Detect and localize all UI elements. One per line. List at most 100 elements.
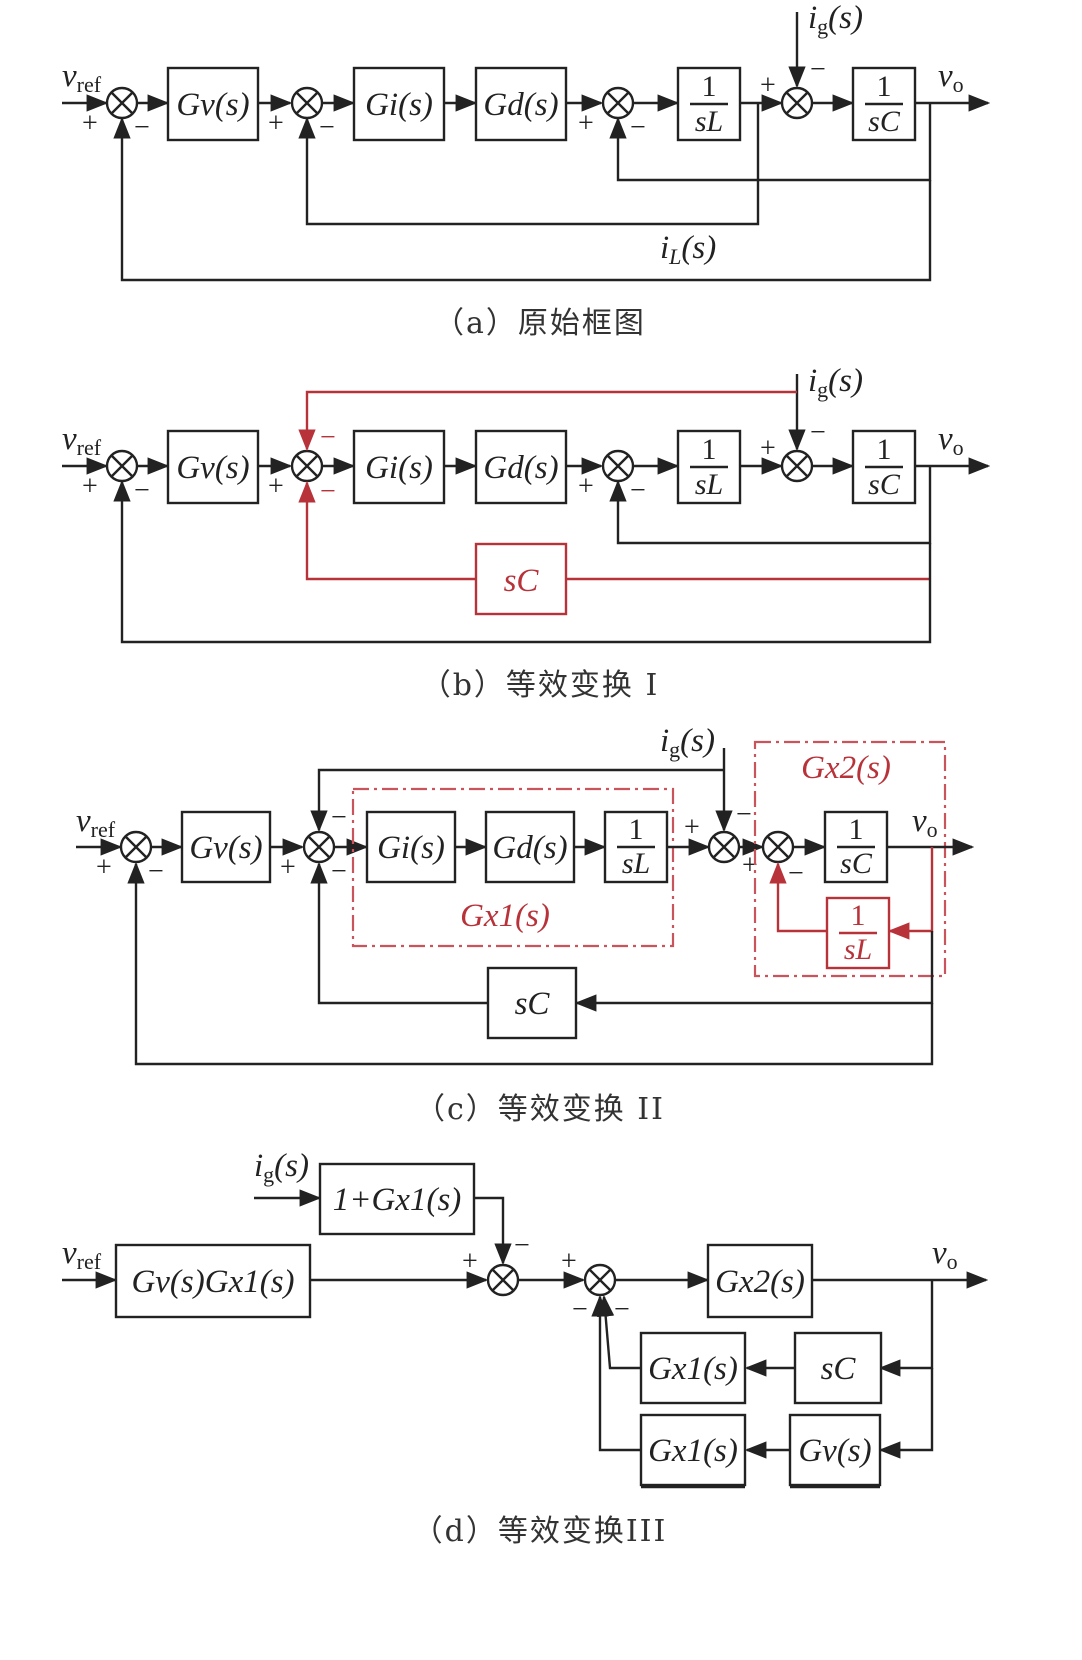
sign-minus: − — [614, 1294, 630, 1325]
sign-minus: − — [331, 856, 347, 887]
diagram-c: vref + − Gv(s) + − − Gi(s) Gd(s) 1 sL Gx… — [76, 723, 975, 1127]
block-Gi-b — [352, 429, 446, 505]
sign-plus: + — [742, 850, 758, 881]
sign-plus: + — [684, 812, 700, 843]
block-Gv-label: Gv(s) — [176, 87, 249, 123]
sign-plus: + — [760, 70, 776, 101]
sign-plus: + — [96, 852, 112, 883]
sign-minus: − — [736, 799, 752, 830]
vref-label-c: vref — [76, 803, 116, 842]
block-1-plus-Gx1-label: 1+Gx1(s) — [333, 1182, 462, 1218]
sign-plus: + — [82, 108, 98, 139]
sign-minus-red: − — [320, 476, 336, 507]
block-Gi-a — [352, 66, 446, 142]
vo-label-c: vo — [912, 803, 938, 842]
vo-label-b: vo — [938, 421, 964, 460]
ig-label-a: ig(s) — [808, 0, 863, 39]
frac-num: 1 — [702, 70, 717, 103]
sign-plus: + — [561, 1246, 577, 1277]
frac-den: sC — [868, 105, 901, 138]
group-Gx2-label: Gx2(s) — [801, 750, 891, 786]
frac-num: 1 — [629, 813, 644, 846]
frac-den: sL — [622, 847, 650, 880]
caption-a: （a）原始框图 — [434, 306, 646, 341]
block-Gd-c — [484, 810, 576, 884]
block-Gv-b — [166, 429, 260, 505]
block-Gi-c — [365, 810, 457, 884]
sign-plus: + — [462, 1246, 478, 1277]
block-Gi-label: Gi(s) — [377, 830, 445, 866]
sign-minus: − — [134, 475, 150, 506]
block-Gd-label: Gd(s) — [483, 87, 558, 123]
block-sC-label: sC — [821, 1351, 857, 1387]
frac-num: 1 — [849, 813, 864, 846]
block-sC-red-b — [474, 542, 568, 616]
sign-minus: − — [572, 1294, 588, 1325]
sign-minus: − — [319, 112, 335, 143]
diagram-d: ig(s) 1+Gx1(s) − vref Gv(s)Gx1(s) + + − … — [62, 1148, 989, 1549]
sign-plus: + — [82, 471, 98, 502]
ig-label-d: ig(s) — [254, 1148, 309, 1187]
sign-minus: − — [148, 856, 164, 887]
frac-den: sL — [844, 933, 872, 966]
ig-label-b: ig(s) — [808, 363, 863, 402]
sign-plus: + — [578, 471, 594, 502]
block-Gd-b — [474, 429, 568, 505]
diagram-a: vref + − Gv(s) + − Gi(s) Gd(s) + − 1 sL … — [62, 0, 991, 341]
frac-num: 1 — [851, 899, 866, 932]
sign-plus: + — [268, 471, 284, 502]
block-Gv-label: Gv(s) — [798, 1433, 871, 1469]
sign-minus: − — [810, 54, 826, 85]
block-Gx2-label: Gx2(s) — [715, 1264, 805, 1300]
vo-label-a: vo — [938, 58, 964, 97]
sign-minus: − — [788, 858, 804, 889]
block-Gx2-d — [706, 1243, 814, 1319]
sign-minus: − — [810, 417, 826, 448]
frac-num: 1 — [702, 433, 717, 466]
frac-den: sC — [868, 468, 901, 501]
iL-label-a: iL(s) — [660, 230, 716, 269]
block-Gv-label: Gv(s) — [189, 830, 262, 866]
vref-label-b: vref — [62, 421, 102, 460]
group-Gx1 — [351, 787, 675, 948]
block-Gd-label: Gd(s) — [483, 450, 558, 486]
block-Gv-label: Gv(s) — [176, 450, 249, 486]
block-Gi-label: Gi(s) — [365, 87, 433, 123]
caption-d: （d）等效变换III — [413, 1514, 668, 1549]
diagram-b: vref + − Gv(s) + − − Gi(s) Gd(s) + − 1 s… — [62, 363, 991, 703]
sign-plus: + — [268, 108, 284, 139]
block-Gx1-d2 — [639, 1413, 747, 1487]
block-sC-c — [486, 966, 578, 1040]
group-Gx2 — [753, 740, 947, 978]
block-Gv-Gx1 — [114, 1243, 312, 1319]
group-Gx1-label: Gx1(s) — [460, 898, 550, 934]
block-Gv-c — [180, 810, 272, 884]
block-sC-label: sC — [504, 563, 540, 599]
sign-minus: − — [630, 475, 646, 506]
sign-minus-red: − — [320, 422, 336, 453]
frac-den: sL — [695, 468, 723, 501]
frac-num: 1 — [877, 70, 892, 103]
sign-minus: − — [630, 112, 646, 143]
sign-minus: − — [331, 802, 347, 833]
vref-label-d: vref — [62, 1235, 102, 1274]
caption-b: （b）等效变换 I — [421, 668, 660, 703]
frac-num: 1 — [877, 433, 892, 466]
block-Gx1-label: Gx1(s) — [648, 1433, 738, 1469]
sign-plus: + — [760, 433, 776, 464]
sign-minus: − — [514, 1230, 530, 1261]
ig-label-c: ig(s) — [660, 723, 715, 762]
frac-den: sC — [840, 847, 873, 880]
vref-label-a: vref — [62, 58, 102, 97]
block-inv-sC-c — [823, 810, 889, 884]
vo-label-d: vo — [932, 1235, 958, 1274]
frac-den: sL — [695, 105, 723, 138]
block-Gd-label: Gd(s) — [492, 830, 567, 866]
caption-c: （c）等效变换 II — [415, 1092, 665, 1127]
block-sC-label: sC — [515, 986, 551, 1022]
block-Gv-Gx1-label: Gv(s)Gx1(s) — [131, 1264, 294, 1300]
block-Gi-label: Gi(s) — [365, 450, 433, 486]
sign-plus: + — [280, 852, 296, 883]
sign-plus: + — [578, 108, 594, 139]
